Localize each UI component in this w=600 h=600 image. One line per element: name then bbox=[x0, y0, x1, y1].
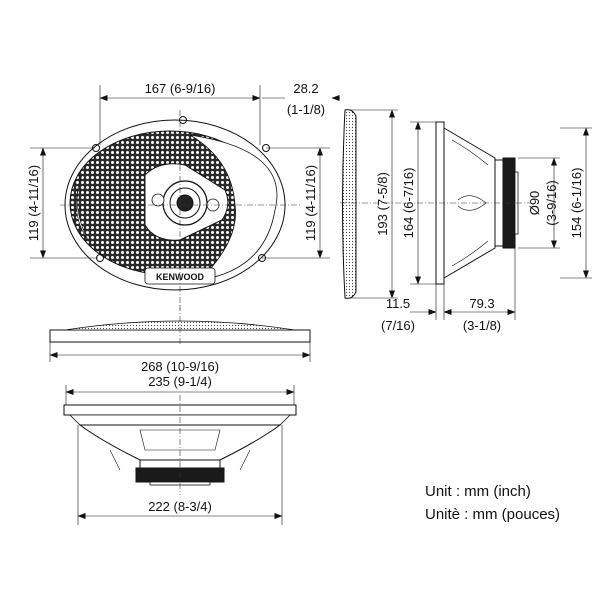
frame-left-highlight bbox=[76, 174, 89, 241]
width-167-label: 167 (6-9/16) bbox=[145, 81, 216, 96]
top-view-dimensions: 167 (6-9/16) 28.2 (1-1/8) 119 (4-11/16) … bbox=[26, 81, 340, 259]
side-view-drawing bbox=[340, 109, 530, 299]
top-view-drawing: KENWOOD bbox=[60, 110, 300, 310]
profile-grille bbox=[64, 320, 296, 331]
outer-height-label: 193 (7-5/8) bbox=[375, 172, 390, 236]
flange-label-2: (7/16) bbox=[381, 318, 415, 333]
cutout-width-label: 235 (9-1/4) bbox=[148, 374, 212, 389]
magnet-diameter-label-2: (3-9/16) bbox=[544, 180, 559, 226]
right-height-label: 119 (4-11/16) bbox=[303, 165, 318, 241]
unit-note-french: Unitè : mm (pouces) bbox=[425, 506, 561, 523]
bottom-view-drawing: 235 (9-1/4) 222 (8-3/4) bbox=[63, 374, 297, 525]
offset-28-label-2: (1-1/8) bbox=[287, 102, 325, 117]
tweeter-dome bbox=[176, 194, 194, 212]
overall-width-label: 268 (10-9/16) bbox=[141, 359, 219, 374]
side-view-dimensions: 193 (7-5/8) 164 (6-7/16) Ø90 (3-9/16) 15… bbox=[350, 109, 592, 333]
depth-label-1: 79.3 bbox=[469, 296, 494, 311]
unit-note-english: Unit : mm (inch) bbox=[425, 483, 531, 500]
total-height-label: 154 (6-1/16) bbox=[569, 168, 584, 239]
front-profile-drawing: 268 (10-9/16) bbox=[49, 305, 311, 374]
left-height-label: 119 (4-11/16) bbox=[26, 165, 41, 241]
supertweeter-left bbox=[151, 193, 165, 207]
inner-height-label: 164 (6-7/16) bbox=[401, 168, 416, 239]
bottom-width-label: 222 (8-3/4) bbox=[148, 499, 212, 514]
magnet-diameter-label-1: Ø90 bbox=[527, 191, 542, 216]
side-flange-grille bbox=[342, 109, 357, 299]
offset-28-label-1: 28.2 bbox=[293, 81, 318, 96]
flange-label-1: 11.5 bbox=[386, 296, 410, 311]
depth-label-2: (3-1/8) bbox=[463, 318, 501, 333]
mount-hole-top bbox=[179, 116, 187, 124]
